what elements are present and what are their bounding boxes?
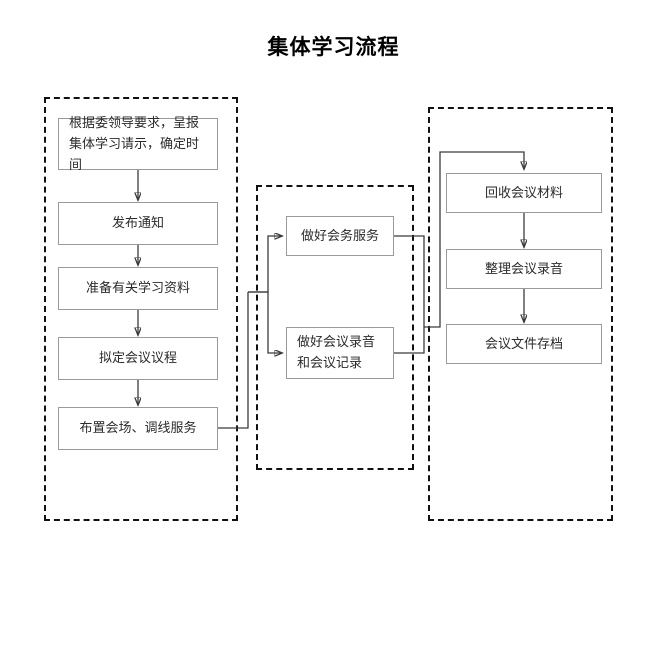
node-organize-recording[interactable]: 整理会议录音 bbox=[446, 249, 602, 289]
node-label: 拟定会议议程 bbox=[98, 351, 177, 366]
node-label: 准备有关学习资料 bbox=[85, 281, 190, 296]
node-prepare-materials[interactable]: 准备有关学习资料 bbox=[58, 267, 218, 310]
node-publish-notice[interactable]: 发布通知 bbox=[58, 202, 218, 245]
node-submit-request[interactable]: 根据委领导要求，呈报集体学习请示，确定时间 bbox=[58, 116, 218, 173]
node-label: 会议文件存档 bbox=[484, 336, 563, 352]
node-label: 根据委领导要求，呈报集体学习请示，确定时间 bbox=[69, 115, 200, 173]
node-label: 做好会务服务 bbox=[300, 228, 379, 244]
node-label: 回收会议材料 bbox=[484, 185, 563, 201]
node-setup-venue[interactable]: 布置会场、调线服务 bbox=[58, 407, 218, 450]
node-collect-materials[interactable]: 回收会议材料 bbox=[446, 173, 602, 213]
node-label: 做好会议录音和会议记录 bbox=[297, 335, 376, 371]
node-recording-and-minutes[interactable]: 做好会议录音和会议记录 bbox=[286, 327, 394, 379]
node-label: 布置会场、调线服务 bbox=[79, 421, 197, 436]
node-label: 整理会议录音 bbox=[484, 261, 563, 277]
node-draft-agenda[interactable]: 拟定会议议程 bbox=[58, 337, 218, 380]
node-meeting-service[interactable]: 做好会务服务 bbox=[286, 216, 394, 256]
group-post-meeting-phase bbox=[428, 107, 613, 521]
node-archive-documents[interactable]: 会议文件存档 bbox=[446, 324, 602, 364]
page-title: 集体学习流程 bbox=[267, 34, 400, 59]
node-label: 发布通知 bbox=[111, 216, 164, 231]
